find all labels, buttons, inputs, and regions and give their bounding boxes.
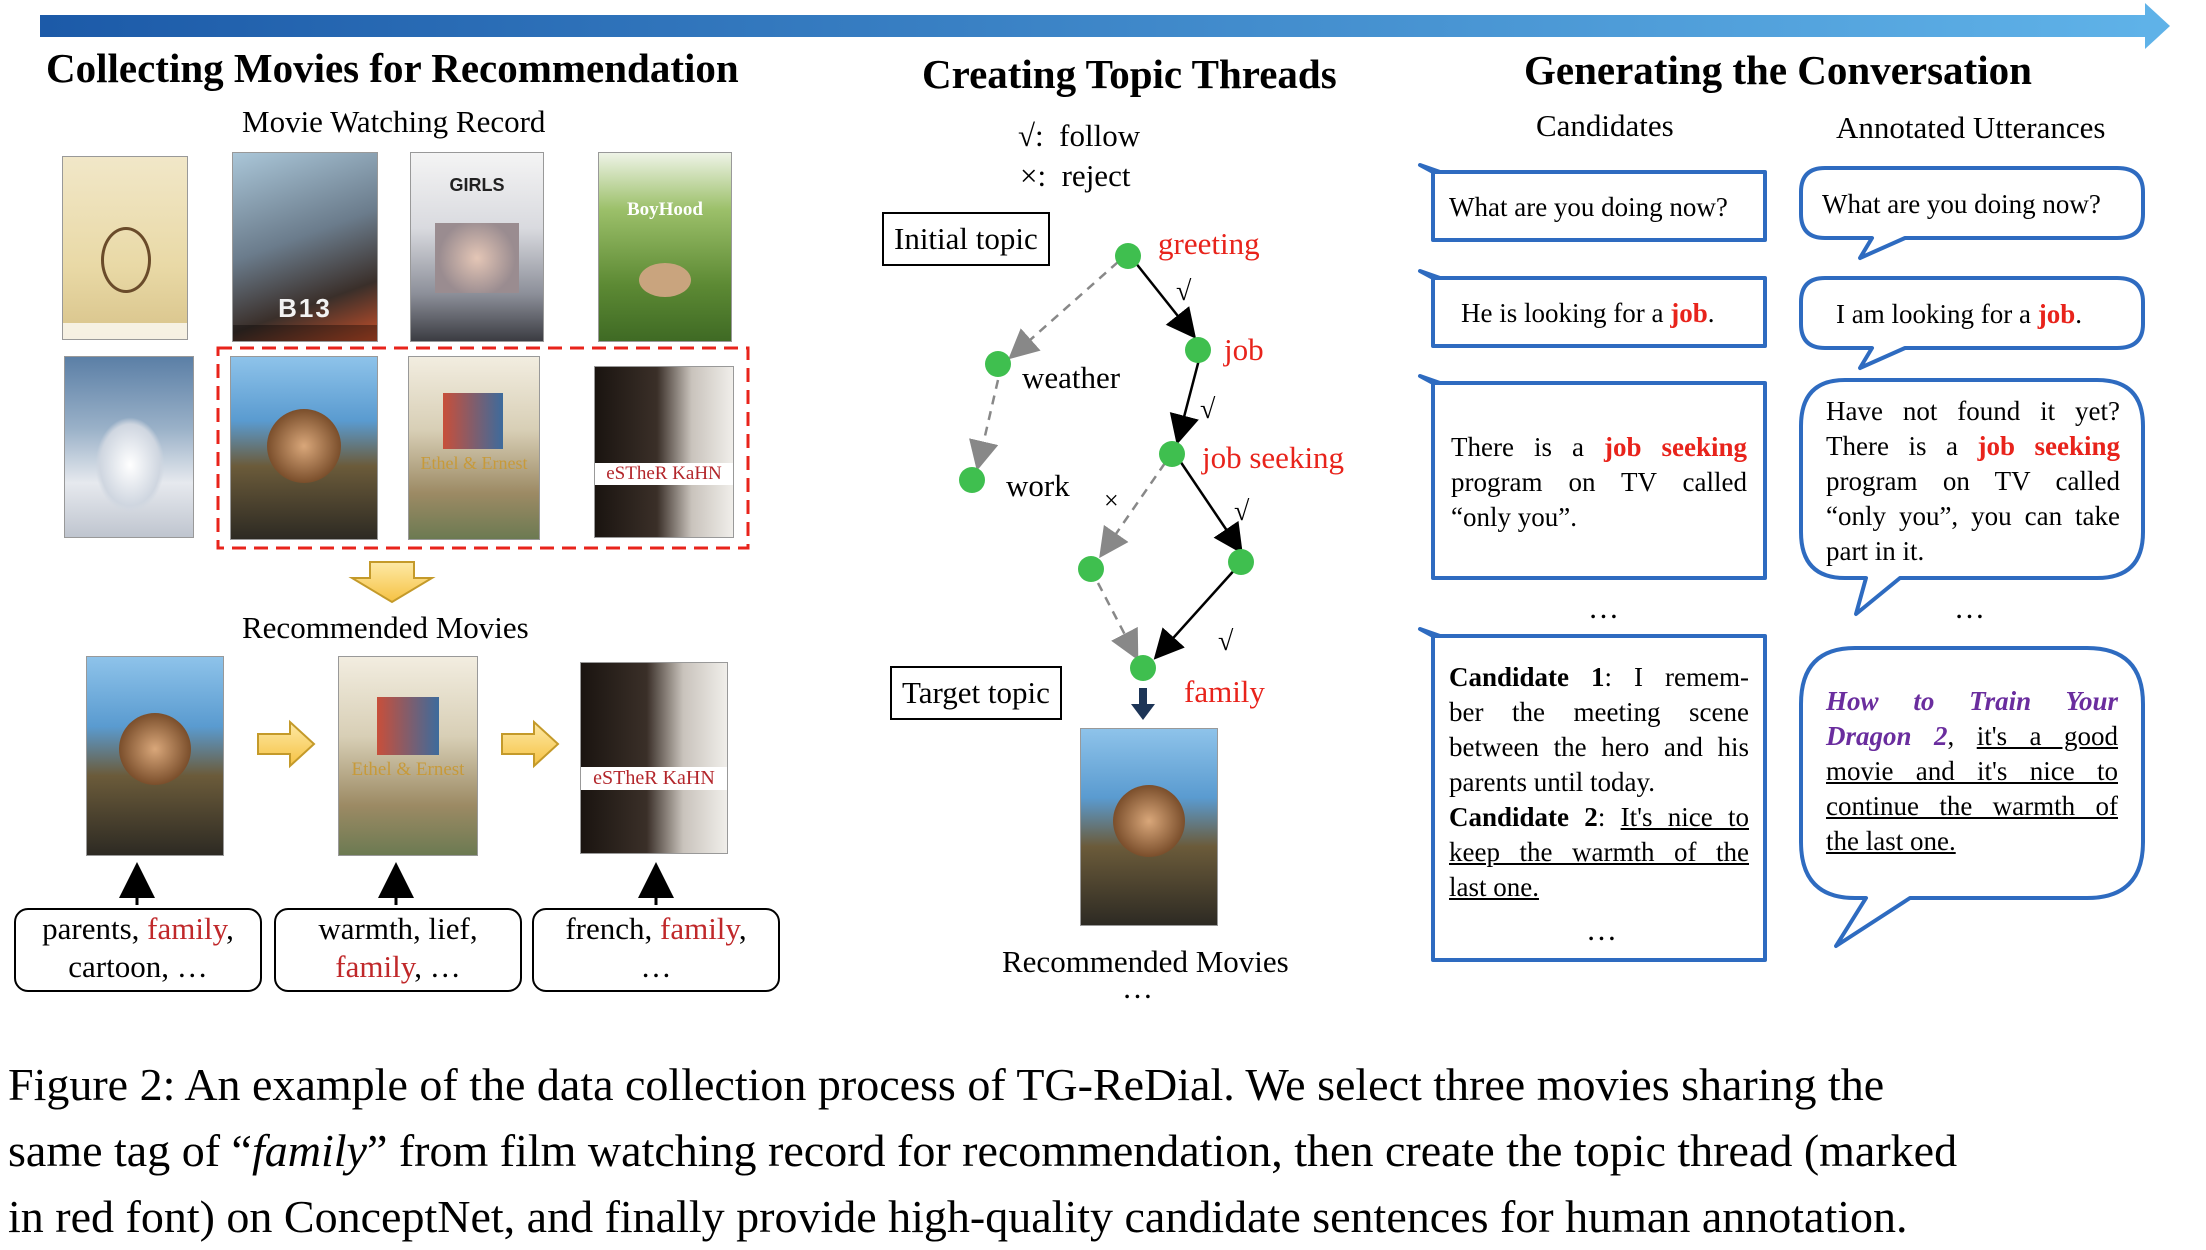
node-job: [1185, 337, 1211, 363]
topic-weather: weather: [1022, 360, 1121, 395]
follow-mark: √: [1200, 394, 1216, 425]
figure-caption-line-1: Figure 2: An example of the data collect…: [8, 1059, 1885, 1110]
topic-graph-edges: [969, 256, 1243, 661]
candidate-utterance-4: Candidate 1: I remem- ber the meeting sc…: [1449, 662, 1749, 902]
movie-poster: B13: [232, 152, 378, 342]
legend-reject: ×: reject: [1020, 158, 1131, 193]
rec-poster-esther-kahn: eSTheR KaHN: [580, 662, 728, 854]
node-mid-left: [1078, 556, 1104, 582]
movie-poster: GIRLS: [410, 152, 544, 342]
target-topic-label: Target topic: [890, 666, 1062, 720]
topic-job: job: [1224, 332, 1264, 367]
target-movie-poster: [1080, 728, 1218, 926]
follow-mark: √: [1218, 626, 1234, 657]
topic-graph-nodes: [959, 243, 1254, 681]
candidate-utterance-2: He is looking for a job.: [1461, 298, 1715, 328]
tag-box-2: warmth, lief, family, …: [274, 908, 522, 992]
node-greeting: [1115, 243, 1141, 269]
node-work: [959, 467, 985, 493]
right-block-arrow-1: [257, 719, 316, 769]
node-weather: [985, 351, 1011, 377]
legend-follow: √: follow: [1018, 118, 1141, 153]
family-to-movie-arrow: [1131, 688, 1155, 720]
section-title-collecting: Collecting Movies for Recommendation: [46, 45, 739, 91]
rec-poster-ethel-ernest: Ethel & Ernest: [338, 656, 478, 856]
movie-poster-esther-kahn: eSTheR KaHN: [594, 366, 734, 538]
candidate-inner-ellipsis: …: [1586, 912, 1617, 947]
right-block-arrow-2: [501, 719, 560, 769]
section-title-conversation: Generating the Conversation: [1524, 47, 2032, 93]
figure-caption-line-3: in red font) on ConceptNet, and finally …: [8, 1191, 1908, 1242]
movie-poster-ethel-ernest: Ethel & Ernest: [408, 356, 540, 540]
node-family: [1130, 655, 1156, 681]
selection-dashed-box: [216, 346, 750, 550]
recommended-movies-label-left: Recommended Movies: [242, 610, 529, 645]
recommended-movies-label-middle: Recommended Movies: [1002, 944, 1289, 979]
annotated-utterance-4: How to Train Your Dragon 2, it's a good …: [1826, 686, 2119, 856]
rec-poster-dragon: [86, 656, 224, 856]
annotated-ellipsis: …: [1954, 590, 1985, 625]
down-block-arrow: [348, 561, 436, 604]
annotated-bubbles: [1799, 166, 2145, 948]
follow-mark: √: [1234, 496, 1250, 527]
node-mid-right: [1228, 549, 1254, 575]
reject-mark: ×: [1104, 486, 1119, 515]
figure-caption-line-2: same tag of “family” from film watching …: [8, 1125, 1958, 1176]
movie-poster: BoyHood: [598, 152, 732, 342]
topic-greeting: greeting: [1158, 226, 1260, 261]
movie-poster: [64, 356, 194, 538]
section-title-topic-threads: Creating Topic Threads: [922, 51, 1337, 97]
topic-job-seeking: job seeking: [1202, 440, 1345, 475]
candidate-ellipsis: …: [1588, 590, 1619, 625]
movie-poster: [62, 156, 188, 340]
candidate-utterance-1: What are you doing now?: [1449, 192, 1728, 222]
movie-watching-record-label: Movie Watching Record: [242, 104, 546, 139]
candidate-utterance-3: There is a job seeking program on TV cal…: [1451, 432, 1747, 532]
node-job-seeking: [1159, 441, 1185, 467]
candidates-label: Candidates: [1536, 108, 1674, 143]
topic-work: work: [1006, 468, 1070, 503]
topic-family: family: [1184, 674, 1265, 709]
movie-poster-dragon: [230, 356, 378, 540]
initial-topic-label: Initial topic: [882, 212, 1050, 266]
middle-ellipsis: …: [1122, 970, 1153, 1005]
candidate-bubbles: [1418, 163, 1767, 962]
tag-box-3: french, family, …: [532, 908, 780, 992]
process-arrow: [40, 3, 2170, 49]
annotated-utterance-3: Have not found it yet? There is a job se…: [1826, 396, 2120, 566]
follow-mark: √: [1176, 276, 1192, 307]
annotated-utterances-label: Annotated Utterances: [1836, 110, 2106, 145]
tag-box-1: parents, family, cartoon, …: [14, 908, 262, 992]
annotated-utterance-2: I am looking for a job.: [1836, 299, 2082, 329]
annotated-utterance-1: What are you doing now?: [1822, 189, 2101, 219]
